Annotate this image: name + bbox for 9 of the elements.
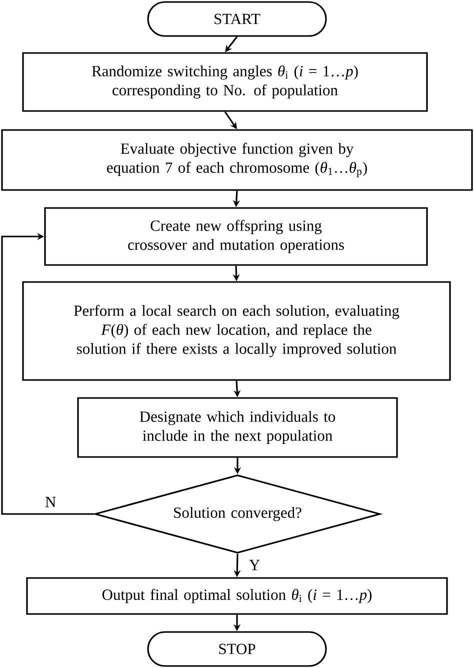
edge-label: N xyxy=(45,496,56,508)
process-box: Perform a local search on each solution, evaluating F(θ) of each new location, and replace the solution if there exists a locally improved solution xyxy=(22,281,451,381)
process-box: Randomize switching angles θ$_{i}$ (i = 1…p) corresponding to No. of population xyxy=(22,52,428,112)
edge-label: Y xyxy=(249,560,260,570)
process-box: Create new offspring using crossover and mutation operations xyxy=(44,207,428,266)
process-box: Designate which individuals to include in the next population xyxy=(77,397,398,458)
arrow xyxy=(1,232,94,515)
process-box: Evaluate objective function given by equation 7 of each chromosome (θ$_{1}$…θ$_{p}$) xyxy=(1,129,473,191)
process-box: Output final optimal solution θ$_{i}$ (i = 1…p) xyxy=(26,577,448,615)
